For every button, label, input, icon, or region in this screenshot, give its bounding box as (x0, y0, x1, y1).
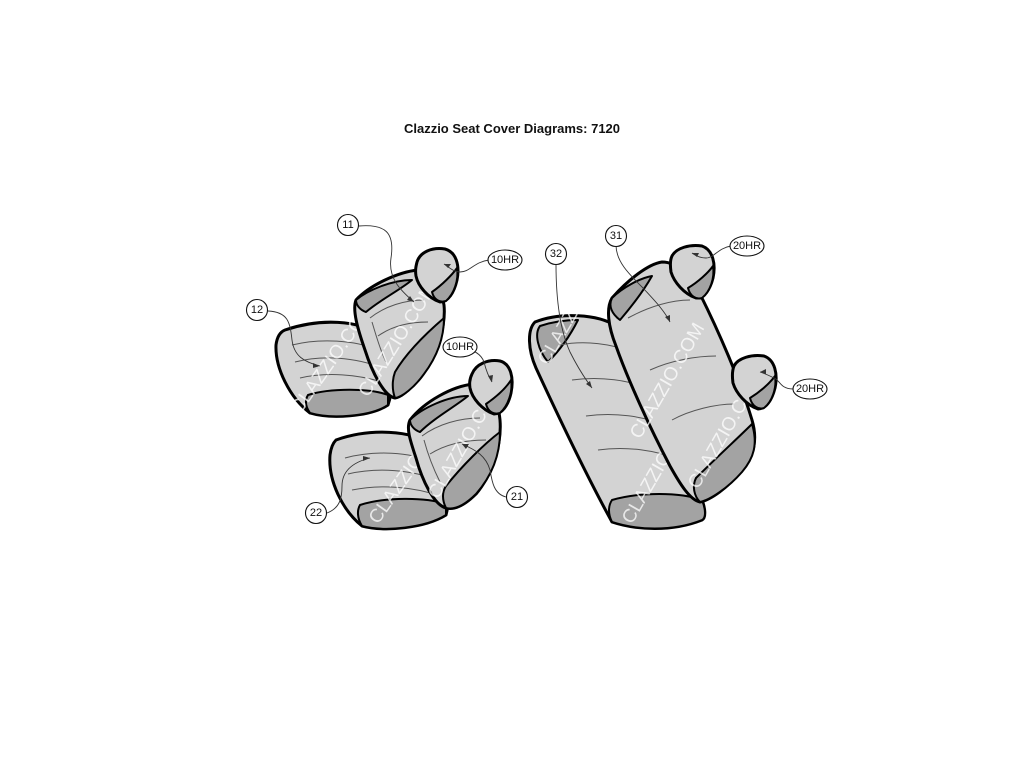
front-right-headrest (468, 359, 514, 416)
callout-label: 21 (511, 491, 523, 503)
callout-label: 31 (610, 230, 622, 242)
callout-32: 32 (544, 242, 568, 266)
rear-bench: CLAZZIO.COM CLAZZIO.COM CLAZZIO.COM CLAZ… (528, 244, 778, 530)
callout-31: 31 (604, 224, 628, 248)
callout-12: 12 (245, 298, 269, 322)
diagram-title: Clazzio Seat Cover Diagrams: 7120 (403, 121, 621, 136)
callout-21: 21 (505, 485, 529, 509)
callout-label: 11 (342, 219, 353, 231)
rear-headrest-right (730, 354, 778, 411)
callout-label: 20HR (733, 240, 761, 252)
callout-11: 11 (336, 213, 360, 237)
callout-label: 10HR (446, 341, 474, 353)
callout-label: 10HR (491, 254, 519, 266)
front-left-headrest (414, 247, 460, 304)
callout-22: 22 (304, 501, 328, 525)
callout-10hr-bottom: 10HR (442, 336, 478, 358)
callout-20hr-top: 20HR (729, 235, 765, 257)
rear-backrest: CLAZZIO.COM CLAZZIO.COM (607, 260, 767, 504)
callout-10hr-top: 10HR (487, 249, 523, 271)
callout-20hr-bottom: 20HR (792, 378, 828, 400)
callout-label: 12 (251, 304, 263, 316)
callout-label: 22 (310, 507, 322, 519)
callout-label: 20HR (796, 383, 824, 395)
leader-lines (267, 225, 794, 514)
front-seat-left: CLAZZIO.COM CLAZZIO.COM (274, 247, 460, 418)
front-left-backrest: CLAZZIO.COM (353, 268, 446, 401)
callout-label: 32 (550, 248, 562, 260)
rear-headrest-left (668, 244, 716, 300)
